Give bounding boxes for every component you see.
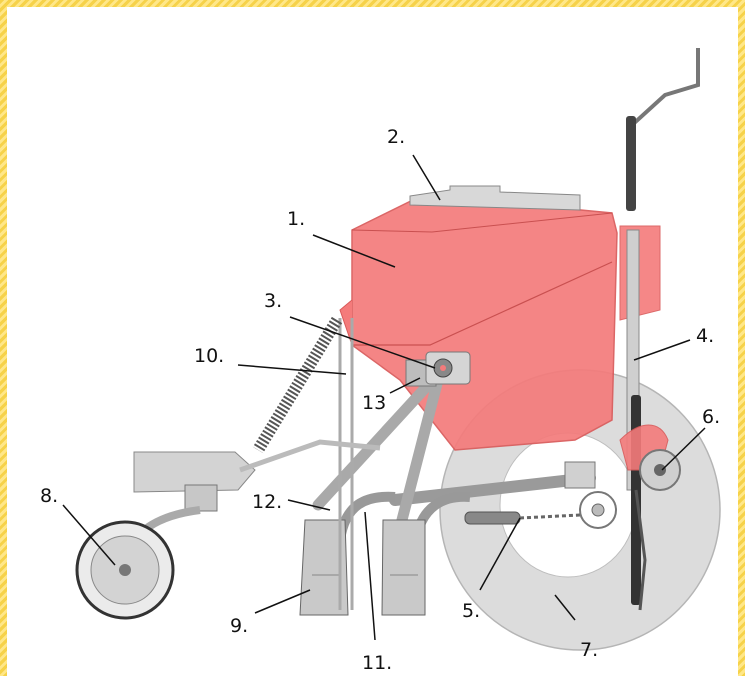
leader-6 [661,427,706,471]
callout-6: 6. [702,406,721,428]
callout-10: 10. [194,345,225,367]
leader-lines [62,154,706,641]
hopper-lid [409,185,581,211]
leader-13 [389,377,421,394]
callout-3: 3. [264,290,283,312]
callout-7: 7. [580,639,599,661]
leader-11 [364,511,376,641]
callout-13: 13 [362,392,387,414]
adjustment-rod [626,48,700,611]
callout-1: 1. [287,208,306,230]
press-wheel [75,520,175,620]
leader-7 [554,594,576,621]
frame-bracket [619,225,661,321]
callout-9: 9. [230,615,249,637]
pressure-spring [464,511,581,525]
callout-11: 11. [362,652,393,674]
callout-12: 12. [252,491,283,513]
leader-8 [62,504,116,566]
leader-4 [633,339,691,361]
leader-3 [289,316,436,369]
leader-12 [287,499,331,511]
leader-5 [479,517,521,591]
coulter-shoes [299,519,426,616]
spring-post [252,316,354,610]
leader-10 [237,364,347,375]
callout-5: 5. [462,600,481,622]
leader-1 [312,234,396,268]
drive-arm [389,461,617,529]
callout-2: 2. [387,126,406,148]
leader-9 [254,589,311,614]
leader-2 [412,154,441,201]
callout-4: 4. [696,325,715,347]
gauge-wheel-small [639,449,681,491]
callout-8: 8. [40,485,59,507]
